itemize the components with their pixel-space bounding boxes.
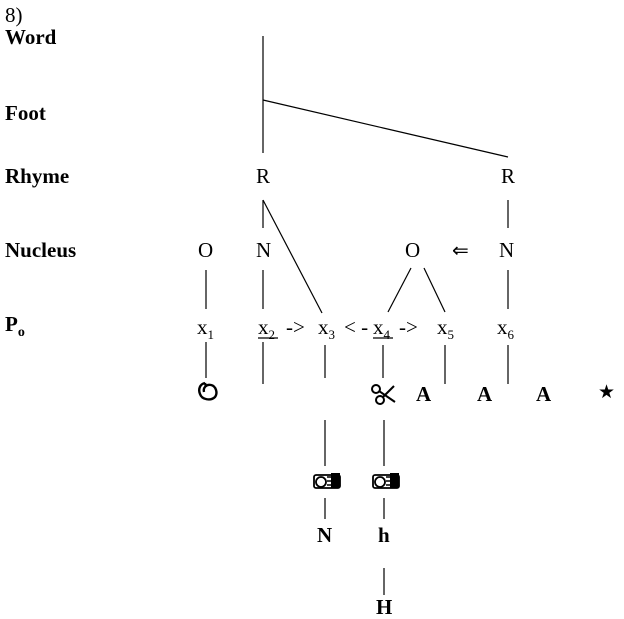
leftward-arrow: ⇐ [452, 238, 469, 262]
level-label-word: Word [5, 25, 57, 49]
melody-N: N [317, 523, 333, 547]
tape-icon [312, 470, 344, 495]
ring-icon [196, 380, 220, 407]
node-n2: N [499, 238, 515, 262]
o2-to-x4-line [387, 267, 412, 313]
melody-A1: A [416, 382, 432, 406]
melody-H: H [376, 595, 393, 619]
melody-h: h [378, 523, 390, 547]
arrow-x3-x4: < - [344, 315, 369, 339]
node-o1: O [198, 238, 214, 262]
x5-slot: x5 [437, 315, 454, 343]
arrow-x4-x5: -> [399, 315, 418, 339]
star-icon: ★ [598, 381, 616, 403]
arrow-x2-x3: -> [286, 315, 305, 339]
o2-to-x5-line [423, 267, 446, 313]
node-r1: R [256, 164, 271, 188]
melody-A2: A [477, 382, 493, 406]
x2-slot: x2 [258, 315, 275, 343]
r1-to-x3-line [262, 199, 323, 314]
x3-slot: x3 [318, 315, 335, 343]
melody-A3: A [536, 382, 552, 406]
tape-icon [371, 470, 403, 495]
node-n1: N [256, 238, 272, 262]
foot-to-r2-line [262, 99, 509, 158]
x1-slot: x1 [197, 315, 214, 343]
example-number: 8) [5, 3, 23, 27]
node-o2: O [405, 238, 421, 262]
level-label-nucleus: Nucleus [5, 238, 77, 262]
level-label-p: Po [5, 312, 25, 341]
x4-slot: x4 [373, 315, 390, 343]
scissors-icon [370, 382, 398, 409]
level-label-rhyme: Rhyme [5, 164, 70, 188]
level-label-foot: Foot [5, 101, 46, 125]
x6-slot: x6 [497, 315, 514, 343]
node-r2: R [501, 164, 516, 188]
